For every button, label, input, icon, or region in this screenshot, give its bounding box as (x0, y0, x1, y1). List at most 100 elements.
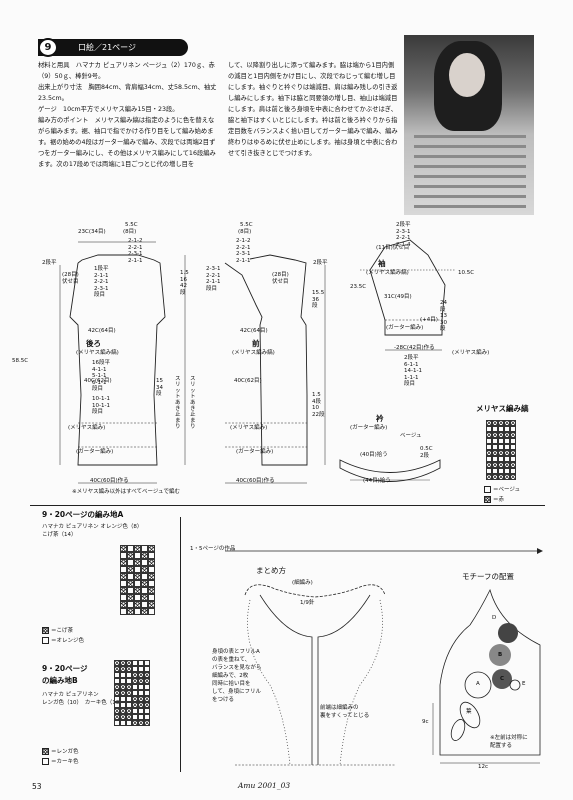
section-arrow (225, 548, 543, 554)
sleeve-title: 袖 (378, 259, 386, 268)
color-note: ※メリヤス編み以外はすべてベージュで編む (72, 489, 181, 495)
ruffle-note: 身頃の表とフリルA の表を重ねて、 バランスを見ながら 細編みで、2枚 同時に拾… (212, 649, 262, 703)
stripe-chart-title: メリヤス編み縞 (476, 404, 529, 413)
materials-text: 材料と用具 ハマナカ ピュアリネン ページュ（2）170ｇ、赤（9）50ｇ、棒針… (38, 60, 220, 170)
front-subtitle: (メリヤス編み縞) (232, 350, 275, 356)
back-shoulder-st: (8目) (123, 229, 137, 235)
collar-drawing (339, 459, 441, 482)
matome-label: まとめ方 (256, 566, 286, 575)
sleeve-drawing (360, 239, 455, 351)
back-shoulder-label: 5.5C (125, 222, 138, 228)
magazine-name: Amu 2001_03 (238, 781, 291, 790)
motif-placement-drawing (432, 588, 541, 764)
pattern-b-title1: 9・20ページ (42, 664, 88, 673)
model-photo (404, 35, 534, 215)
instructions-text: して、以降割り出しに添って編みます。脇は端から1目内側の減目と1目内側をかけ目に… (228, 62, 398, 157)
back-slit-label: スリット あき止まり (175, 376, 181, 430)
back-width-label: 23C(34目) (78, 229, 106, 235)
gauge-line: ゲージ 10cm平方でメリヤス編み15目・23段。 (38, 106, 179, 113)
front-neck-label: 2段平 (313, 260, 328, 266)
points-line: 編み方のポイント メリヤス編み縞は指定のように色を替えながら編みます。裾、袖口で… (38, 117, 216, 168)
pattern-b-yarn2: レンガ色（10） カーキ色（13） (42, 700, 125, 706)
pattern-b-grid (114, 660, 150, 726)
motif-b: B (498, 652, 503, 658)
materials-line: 材料と用具 ハマナカ ピュアリネン ページュ（2）170ｇ、赤（9）50ｇ、棒針… (38, 62, 215, 80)
page-number: 53 (32, 782, 42, 791)
back-waist-label: 40C(62目) (84, 378, 112, 384)
front-garter-label: (ガーター編み) (236, 449, 274, 455)
stripe-chart-grid (486, 420, 516, 480)
motif-left-note: ※左前は対称に 配置する (490, 735, 528, 749)
back-garter-label: (ガーター編み) (76, 449, 114, 455)
back-subtitle: (メリヤス編み縞) (76, 350, 119, 356)
back-title: 後ろ (86, 339, 101, 348)
front-slit-label: スリット あき止まり (190, 376, 196, 430)
front-title: 前 (252, 339, 260, 348)
motif-d: D (492, 615, 497, 621)
lower-section-title: 1・5ページの作品 (190, 546, 236, 552)
back-garter-pattern: (メリヤス編み) (68, 425, 106, 431)
header-title: 口絵／21ページ (78, 43, 137, 52)
pattern-b-title2: の編み地B (42, 676, 78, 685)
back-armhole-sts: (28目)伏せ目 (62, 272, 79, 285)
motif-c: C (500, 676, 505, 682)
hook-label: 1/9針 (300, 600, 315, 606)
pattern-a-title: 9・20ページの編み地A (42, 510, 124, 519)
stripe-legend-beige: ＝ベージュ (484, 486, 520, 494)
length-label: 58.5C (12, 358, 29, 364)
sleeve-width: 31C(49目) (384, 294, 412, 300)
sleeve-height: 10.5C (458, 270, 475, 276)
pattern-b-legend-brick: ＝レンガ色 (42, 748, 79, 756)
sleeve-inc: (+4目) (420, 317, 438, 323)
front-armhole-sts: (28目)伏せ目 (272, 272, 289, 285)
size-line: 出来上がり寸法 胸囲84cm、背肩幅34cm、丈58.5cm、袖丈23.5cm。 (38, 84, 217, 102)
front-shoulder-st: (8目) (238, 229, 252, 235)
pattern-a-yarn: ハマナカ ピュアリネン オレンジ色（8） (42, 524, 143, 530)
sleeve-cap-label: (11目)伏せ目 (376, 245, 410, 251)
ruffle-vest-drawing (235, 584, 395, 766)
front-garter-pattern: (メリヤス編み) (230, 425, 268, 431)
sleeve-sub: (メリヤス編み縞) (366, 270, 409, 276)
motif-width: 12c (478, 764, 489, 770)
stripe-legend-red: ＝赤 (484, 496, 504, 504)
motif-leaf: 葉 (466, 709, 472, 715)
collar-edge: 0.5C (420, 446, 433, 452)
back-neck-label: 2段平 (42, 260, 57, 266)
motif-height: 9c (422, 719, 429, 725)
sleeve-cuff: -28C(42目)作る (394, 345, 435, 351)
collar-sub: (ガーター編み) (350, 425, 388, 431)
collar-top-count: (40目)拾う (360, 452, 388, 458)
pattern-a-grid (120, 545, 155, 615)
front-bottom-label: 40C(60目)作る (236, 478, 275, 484)
pattern-a-legend-brown: ＝こげ茶 (42, 627, 73, 635)
sleeve-length: 23.5C (350, 284, 367, 290)
collar-edge2: 2段 (420, 453, 429, 459)
collar-title: 衿 (376, 414, 384, 423)
back-chest-label: 42C(64目) (88, 328, 116, 334)
motif-title: モチーフの配置 (462, 572, 515, 581)
motif-a: A (476, 681, 480, 687)
body-schematic-drawing (59, 241, 326, 484)
crochet-label: (細編み) (292, 580, 313, 586)
front-chest-label: 42C(64目) (240, 328, 268, 334)
project-number: 9 (38, 38, 58, 57)
header-bar (38, 39, 188, 56)
pattern-a-legend-orange: ＝オレンジ色 (42, 637, 84, 645)
front-edge-note: 前端は細編みの 裏をすくってとじる (320, 705, 370, 719)
motif-e: E (522, 681, 526, 687)
collar-bottom-count: (44目)拾う (363, 478, 391, 484)
back-bottom-label: 40C(60目)作る (90, 478, 129, 484)
